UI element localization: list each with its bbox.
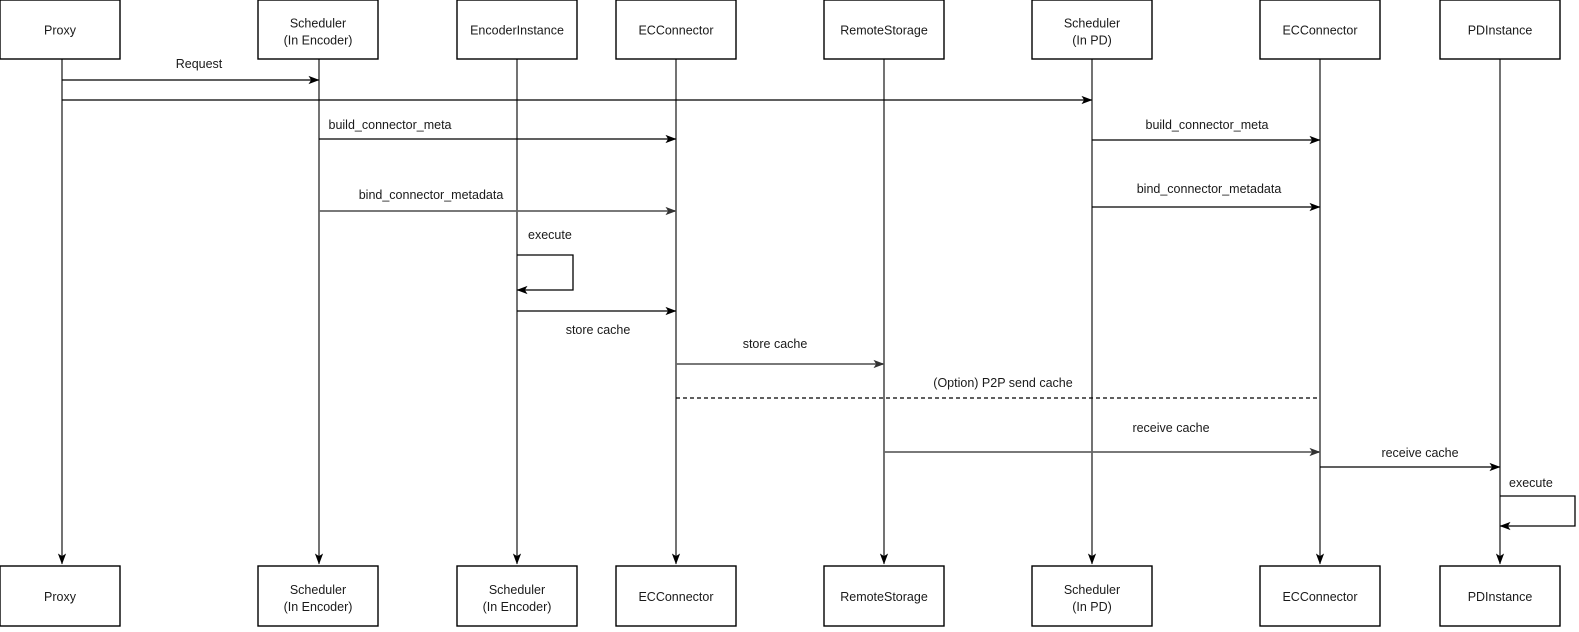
message-m10: receive cache (884, 421, 1321, 457)
participant-top-pdinst[interactable]: PDInstance (1439, 0, 1561, 60)
participant-top-ecc_pd[interactable]: ECConnector (1259, 0, 1381, 60)
participant-label: Scheduler (1064, 17, 1120, 31)
participant-label: RemoteStorage (840, 24, 928, 38)
participant-box[interactable] (257, 0, 379, 60)
message-m6: bind_connector_metadata (1092, 182, 1321, 212)
participant-label: RemoteStorage (840, 590, 928, 604)
self-messages-layer: execute execute (516, 228, 1576, 531)
message-m11: receive cache (1320, 446, 1501, 472)
participant-box[interactable] (1439, 0, 1561, 60)
participant-top-sched_pd[interactable]: Scheduler (In PD) (1031, 0, 1153, 60)
message-label: (Option) P2P send cache (933, 376, 1072, 390)
self-message-label: execute (528, 228, 572, 242)
message-m7: store cache (517, 306, 677, 337)
participant-top-ecc_enc[interactable]: ECConnector (615, 0, 737, 60)
participant-box[interactable] (1259, 565, 1381, 627)
participant-label: Scheduler (290, 583, 346, 597)
lifelines-layer (57, 59, 1505, 565)
participant-label: Proxy (44, 24, 77, 38)
participant-box[interactable] (0, 0, 121, 60)
message-m9: (Option) P2P send cache (676, 376, 1320, 399)
messages-layer: Request build_connector_meta build_connect… (62, 57, 1501, 472)
participant-label: ECConnector (1282, 590, 1357, 604)
participant-box[interactable] (823, 565, 945, 627)
message-m4: build_connector_meta (1092, 118, 1321, 145)
message-label: receive cache (1381, 446, 1458, 460)
message-label: store cache (566, 323, 631, 337)
participant-sublabel: (In Encoder) (284, 600, 353, 614)
self-message-path (1499, 495, 1576, 531)
participant-box[interactable] (1031, 565, 1153, 627)
participant-label: ECConnector (1282, 24, 1357, 38)
participant-bottom-sched_enc[interactable]: Scheduler (In Encoder) (257, 565, 379, 627)
message-m5: bind_connector_metadata (319, 188, 677, 216)
participant-box[interactable] (1439, 565, 1561, 627)
participant-box[interactable] (1031, 0, 1153, 60)
message-label: store cache (743, 337, 808, 351)
message-label: Request (176, 57, 223, 71)
message-label: bind_connector_metadata (1137, 182, 1282, 196)
self-message-path (516, 254, 574, 295)
participant-top-encoder[interactable]: EncoderInstance (456, 0, 578, 60)
participant-label: PDInstance (1468, 590, 1533, 604)
participant-top-proxy[interactable]: Proxy (0, 0, 121, 60)
message-m8: store cache (676, 337, 885, 369)
participant-box[interactable] (615, 0, 737, 60)
participant-top-remote[interactable]: RemoteStorage (823, 0, 945, 60)
message-label: build_connector_meta (1146, 118, 1269, 132)
participant-box[interactable] (456, 0, 578, 60)
participant-sublabel: (In PD) (1072, 34, 1112, 48)
participant-bottom-encoder[interactable]: Scheduler (In Encoder) (456, 565, 578, 627)
participant-box[interactable] (1259, 0, 1381, 60)
participant-bottom-remote[interactable]: RemoteStorage (823, 565, 945, 627)
participant-bottom-proxy[interactable]: Proxy (0, 565, 121, 627)
participant-box[interactable] (823, 0, 945, 60)
participant-bottom-ecc_enc[interactable]: ECConnector (615, 565, 737, 627)
participant-bottom-ecc_pd[interactable]: ECConnector (1259, 565, 1381, 627)
participant-label: Scheduler (290, 17, 346, 31)
participant-bottom-pdinst[interactable]: PDInstance (1439, 565, 1561, 627)
participant-box[interactable] (257, 565, 379, 627)
participant-box[interactable] (456, 565, 578, 627)
participant-label: Scheduler (1064, 583, 1120, 597)
participant-sublabel: (In Encoder) (284, 34, 353, 48)
message-label: build_connector_meta (329, 118, 452, 132)
participant-label: ECConnector (638, 24, 713, 38)
message-m1: Request (62, 57, 320, 85)
self-message-s1: execute (516, 228, 574, 295)
participant-sublabel: (In Encoder) (483, 600, 552, 614)
participant-label: ECConnector (638, 590, 713, 604)
participant-top-sched_enc[interactable]: Scheduler (In Encoder) (257, 0, 379, 60)
participant-label: EncoderInstance (470, 24, 564, 38)
self-message-s2: execute (1499, 476, 1576, 531)
participant-label: PDInstance (1468, 24, 1533, 38)
message-label: bind_connector_metadata (359, 188, 504, 202)
participant-sublabel: (In PD) (1072, 600, 1112, 614)
self-message-label: execute (1509, 476, 1553, 490)
participant-label: Scheduler (489, 583, 545, 597)
participant-bottom-sched_pd[interactable]: Scheduler (In PD) (1031, 565, 1153, 627)
participant-box[interactable] (615, 565, 737, 627)
participant-label: Proxy (44, 590, 77, 604)
participant-box[interactable] (0, 565, 121, 627)
message-label: receive cache (1132, 421, 1209, 435)
message-m3: build_connector_meta (319, 118, 677, 144)
